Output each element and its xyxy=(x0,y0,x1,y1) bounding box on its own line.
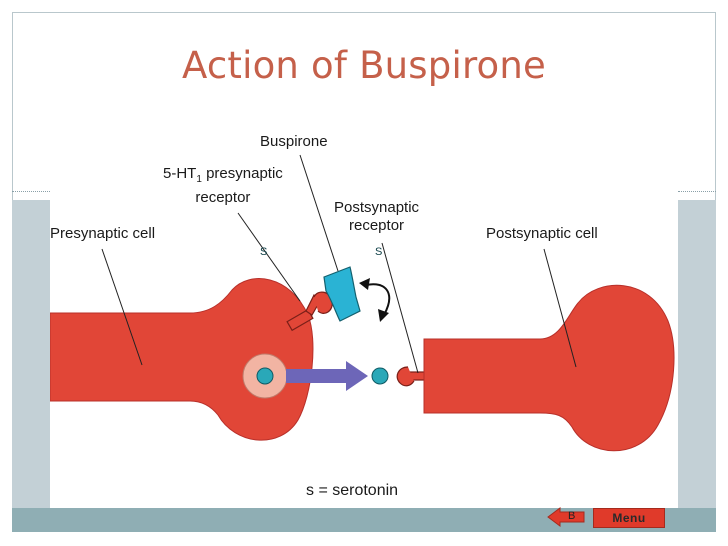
serotonin-symbol-released: S xyxy=(375,246,383,258)
serotonin-symbol-vesicle: S xyxy=(260,246,268,258)
label-buspirone: Buspirone xyxy=(260,133,328,150)
label-postsynaptic-receptor-line1: Postsynaptic xyxy=(334,199,420,216)
right-decor-band xyxy=(678,200,716,510)
back-arrow-icon[interactable] xyxy=(546,506,586,528)
exchange-arrow-head-top xyxy=(359,278,370,290)
menu-button[interactable]: Menu xyxy=(593,508,665,528)
leader-presynaptic-cell xyxy=(101,248,143,366)
label-postsynaptic-cell: Postsynaptic cell xyxy=(486,225,598,242)
left-dotted-rule xyxy=(12,191,50,192)
synapse-diagram-svg xyxy=(50,154,675,452)
slide-title: Action of Buspirone xyxy=(182,44,546,87)
synapse-diagram: S S Buspirone 5-HT1 presynaptic receptor… xyxy=(50,125,678,505)
postsynaptic-cell-shape xyxy=(423,284,675,452)
leader-buspirone xyxy=(299,154,339,272)
left-decor-band xyxy=(12,200,50,510)
leader-postsynaptic-receptor xyxy=(381,242,419,374)
postsynaptic-receptor xyxy=(396,366,427,387)
back-button-label[interactable]: B xyxy=(568,510,576,522)
label-serotonin-key: s = serotonin xyxy=(306,482,399,499)
exchange-arrow-head-bottom xyxy=(378,309,389,322)
exchange-arrow xyxy=(365,283,391,316)
label-presynaptic-receptor-sub: 1 xyxy=(196,174,202,185)
label-presynaptic-cell: Presynaptic cell xyxy=(50,225,156,242)
label-presynaptic-receptor-prefix: 5-HT xyxy=(163,165,197,182)
leader-presynaptic-receptor xyxy=(237,212,301,302)
buspirone-molecule xyxy=(323,266,361,322)
label-presynaptic-receptor-rest: presynaptic xyxy=(201,165,283,182)
label-presynaptic-receptor: 5-HT1 presynaptic receptor xyxy=(163,165,283,207)
serotonin-released xyxy=(371,367,389,385)
right-dotted-rule xyxy=(678,191,716,192)
label-presynaptic-receptor-line2: receptor xyxy=(195,189,251,206)
release-arrow xyxy=(286,361,368,391)
label-postsynaptic-receptor-line2: receptor xyxy=(349,217,405,234)
serotonin-in-vesicle xyxy=(256,367,274,385)
leader-postsynaptic-cell xyxy=(543,248,577,368)
label-postsynaptic-receptor: Postsynaptic receptor xyxy=(334,199,419,235)
